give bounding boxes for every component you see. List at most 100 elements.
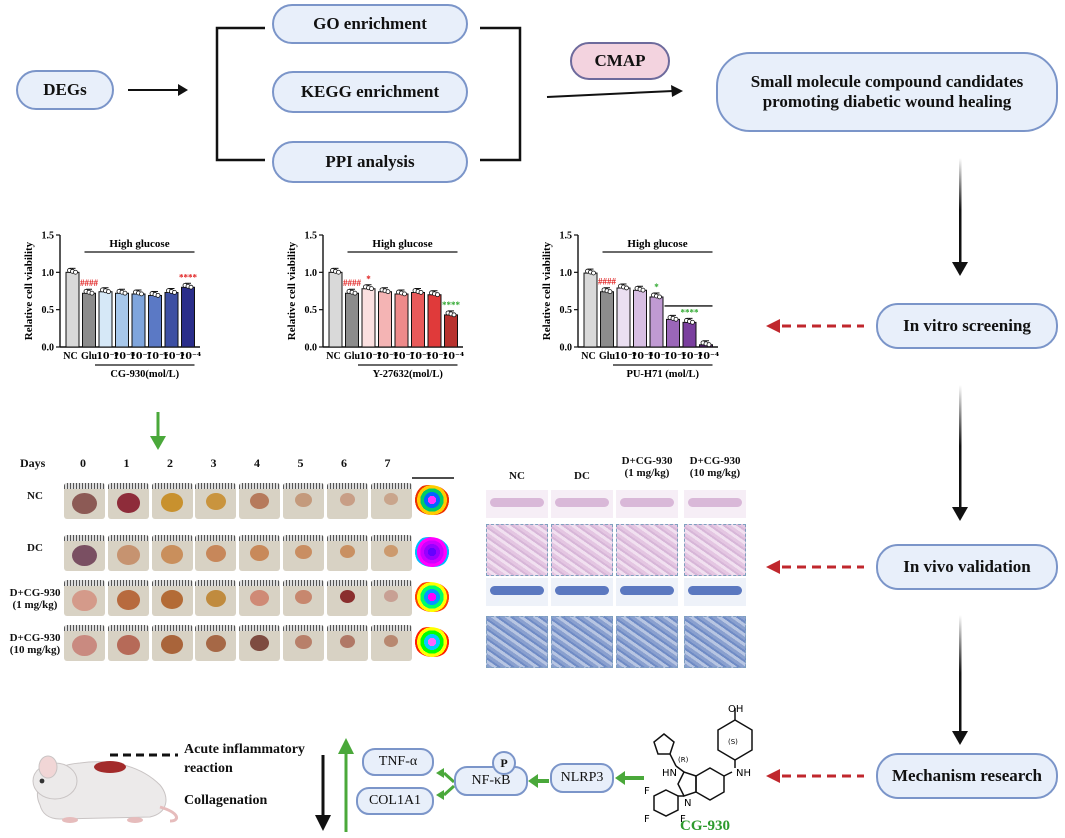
tissue-strip <box>555 498 609 507</box>
data-point <box>591 270 596 276</box>
he-overview <box>616 490 678 518</box>
data-point <box>385 289 391 295</box>
wound-photo <box>326 580 368 616</box>
wound-area <box>339 545 355 559</box>
wound-photo <box>64 535 105 571</box>
histology-column-label: NC <box>509 470 525 482</box>
oh-atom: OH <box>728 704 743 715</box>
wound-area <box>161 545 183 564</box>
wound-photo <box>64 483 105 519</box>
day-label: 6 <box>341 456 347 470</box>
bar <box>131 293 146 348</box>
wound-area <box>161 590 183 609</box>
f-atom-3: F <box>680 814 686 825</box>
r-stereo: (R) <box>678 756 689 764</box>
data-point <box>657 294 662 300</box>
in-vivo-validation-box: In vivo validation <box>876 544 1058 590</box>
wound-photo <box>326 625 368 661</box>
data-point <box>690 319 695 325</box>
bar <box>65 271 80 348</box>
y-tick-label: 1.0 <box>305 268 318 279</box>
he-overview <box>486 490 548 518</box>
wound-photo <box>195 483 237 519</box>
x-axis-label: CG-930(mol/L) <box>110 369 179 380</box>
wound-area <box>384 545 398 557</box>
he-detail <box>684 524 746 576</box>
wound-photo <box>283 535 324 571</box>
wound-area <box>72 590 97 612</box>
bar <box>181 286 195 348</box>
bar <box>649 296 664 348</box>
mouse-illustration <box>32 755 179 823</box>
significance-mark: * <box>366 274 371 284</box>
red-dashed-arrow-2-icon <box>766 560 864 574</box>
bar <box>444 314 458 348</box>
y-tick-label: 1.0 <box>560 268 573 279</box>
y-tick-label: 0.5 <box>305 305 318 316</box>
x-tick-label: NC <box>581 351 595 362</box>
data-point <box>418 289 424 295</box>
nh-atom: NH <box>736 768 751 779</box>
wound-photo <box>195 580 237 616</box>
data-point <box>336 269 341 275</box>
bar <box>616 287 631 348</box>
x-tick-label: 10⁻⁶ <box>409 351 431 362</box>
masson-detail <box>684 616 746 668</box>
hn-atom: HN <box>662 768 677 779</box>
tissue-strip <box>688 498 742 507</box>
y-tick-label: 0.0 <box>305 343 318 354</box>
y-tick-label: 0.0 <box>42 343 55 354</box>
wound-row-label: D+CG-930 (1 mg/kg) <box>9 587 61 611</box>
y-tick-label: 1.5 <box>560 231 573 242</box>
data-point <box>706 342 712 348</box>
wound-area <box>72 635 97 657</box>
x-axis-label: Y-27632(mol/L) <box>373 369 444 380</box>
he-overview <box>551 490 613 518</box>
wound-photo <box>64 580 105 616</box>
nlrp3-box: NLRP3 <box>550 763 614 793</box>
wound-photo <box>239 625 281 661</box>
nf-kb-box: NF-κB <box>454 766 528 796</box>
wound-row-label: NC <box>27 490 43 502</box>
significance-mark: * <box>654 282 659 292</box>
he-detail <box>551 524 613 576</box>
data-point <box>640 287 646 293</box>
x-tick-label: 10⁻⁹ <box>359 351 381 362</box>
dashed-pointer-line <box>110 753 178 757</box>
x-tick-label: 10⁻⁹ <box>96 351 118 362</box>
masson-overview <box>616 578 678 606</box>
day-label: 4 <box>254 456 260 470</box>
x-tick-label: 10⁻⁵ <box>425 351 447 362</box>
bar <box>427 294 442 348</box>
x-tick-label: NC <box>326 351 340 362</box>
wound-photo <box>195 535 237 571</box>
data-point <box>673 316 679 322</box>
bar <box>345 292 359 348</box>
x-tick-label: 10⁻⁴ <box>179 351 201 362</box>
wound-photo <box>283 625 324 661</box>
f-atom-1: F <box>644 786 650 797</box>
days-label: Days <box>20 456 46 470</box>
x-tick-label: 10⁻⁸ <box>113 351 135 362</box>
day-label: 7 <box>384 456 391 470</box>
data-point <box>402 291 407 297</box>
cmap-box: CMAP <box>570 42 670 80</box>
kegg-enrichment-box: KEGG enrichment <box>272 71 468 113</box>
wound-photo <box>64 625 105 661</box>
s-stereo: (S) <box>728 738 738 746</box>
x-tick-label: 10⁻⁷ <box>129 351 151 362</box>
wound-photo <box>283 580 324 616</box>
bar <box>682 321 697 348</box>
wound-area <box>205 635 226 653</box>
data-point <box>607 289 613 295</box>
wound-area <box>295 635 312 650</box>
arrow-right-icon <box>128 84 188 96</box>
y-tick-label: 1.5 <box>42 231 55 242</box>
scale-bar <box>412 477 454 479</box>
data-point <box>352 290 358 296</box>
bracket-label: High glucose <box>109 238 169 250</box>
y-tick-label: 1.0 <box>42 268 55 279</box>
wound-area <box>339 635 355 649</box>
wound-area <box>384 590 398 602</box>
